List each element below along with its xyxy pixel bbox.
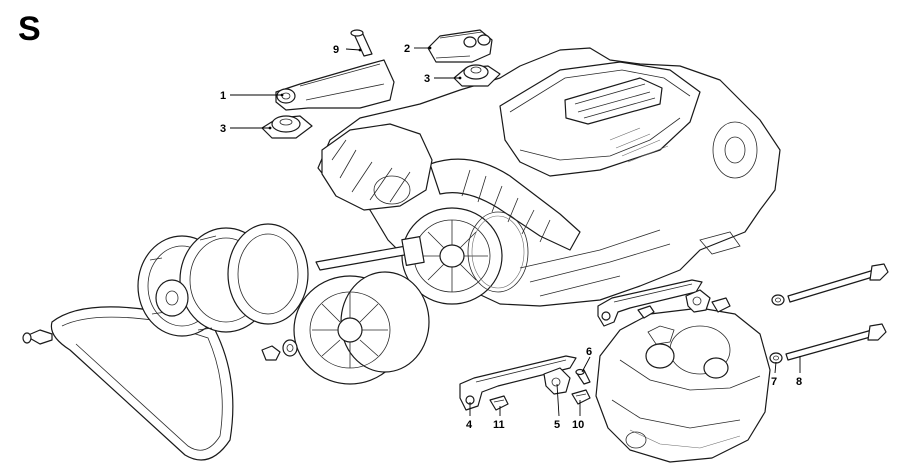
- washer-upper: [771, 294, 785, 306]
- long-bolt-upper: [787, 263, 889, 303]
- leader-9: [345, 48, 361, 51]
- clip-10: [571, 389, 591, 405]
- engine-block: [315, 47, 781, 307]
- washer-lower: [769, 352, 783, 364]
- leader-5: [556, 383, 560, 417]
- gearbox-housing: [595, 307, 771, 463]
- engine-mount-arm: [275, 59, 395, 111]
- callout-5: 5: [554, 419, 560, 431]
- callout-3: 3: [220, 123, 226, 135]
- rubber-mount-left: [261, 115, 313, 139]
- mount-bolt: [350, 29, 373, 57]
- section-letter: S: [18, 10, 41, 48]
- callout-6: 6: [586, 346, 592, 358]
- leader-7: [774, 361, 777, 374]
- leader-6: [581, 356, 591, 373]
- drive-pulley-assembly: [137, 223, 309, 337]
- support-bracket-lower: [459, 355, 577, 411]
- shaft-end-bolt: [22, 329, 53, 345]
- leader-lines: [230, 46, 801, 417]
- clip-11: [489, 395, 509, 411]
- support-bracket-upper: [597, 279, 711, 327]
- callout-1: 1: [220, 90, 226, 102]
- small-bolt-6: [575, 368, 591, 385]
- callout-3: 3: [424, 73, 430, 85]
- callout-8: 8: [796, 376, 802, 388]
- callout-9: 9: [333, 44, 339, 56]
- clip-upper-left: [637, 305, 655, 319]
- callout-4: 4: [466, 419, 473, 431]
- driven-pulley: [293, 271, 430, 385]
- long-bolt-lower: [785, 323, 887, 361]
- rubber-mount-right: [453, 64, 501, 87]
- drive-belt: [50, 306, 234, 461]
- clip-upper-right: [711, 297, 731, 313]
- callout-7: 7: [771, 376, 777, 388]
- engine-mount-bracket-right: [427, 29, 493, 63]
- callout-10: 10: [572, 419, 584, 431]
- callout-2: 2: [404, 43, 410, 55]
- nut-and-washer: [261, 339, 298, 361]
- callout-11: 11: [493, 419, 505, 431]
